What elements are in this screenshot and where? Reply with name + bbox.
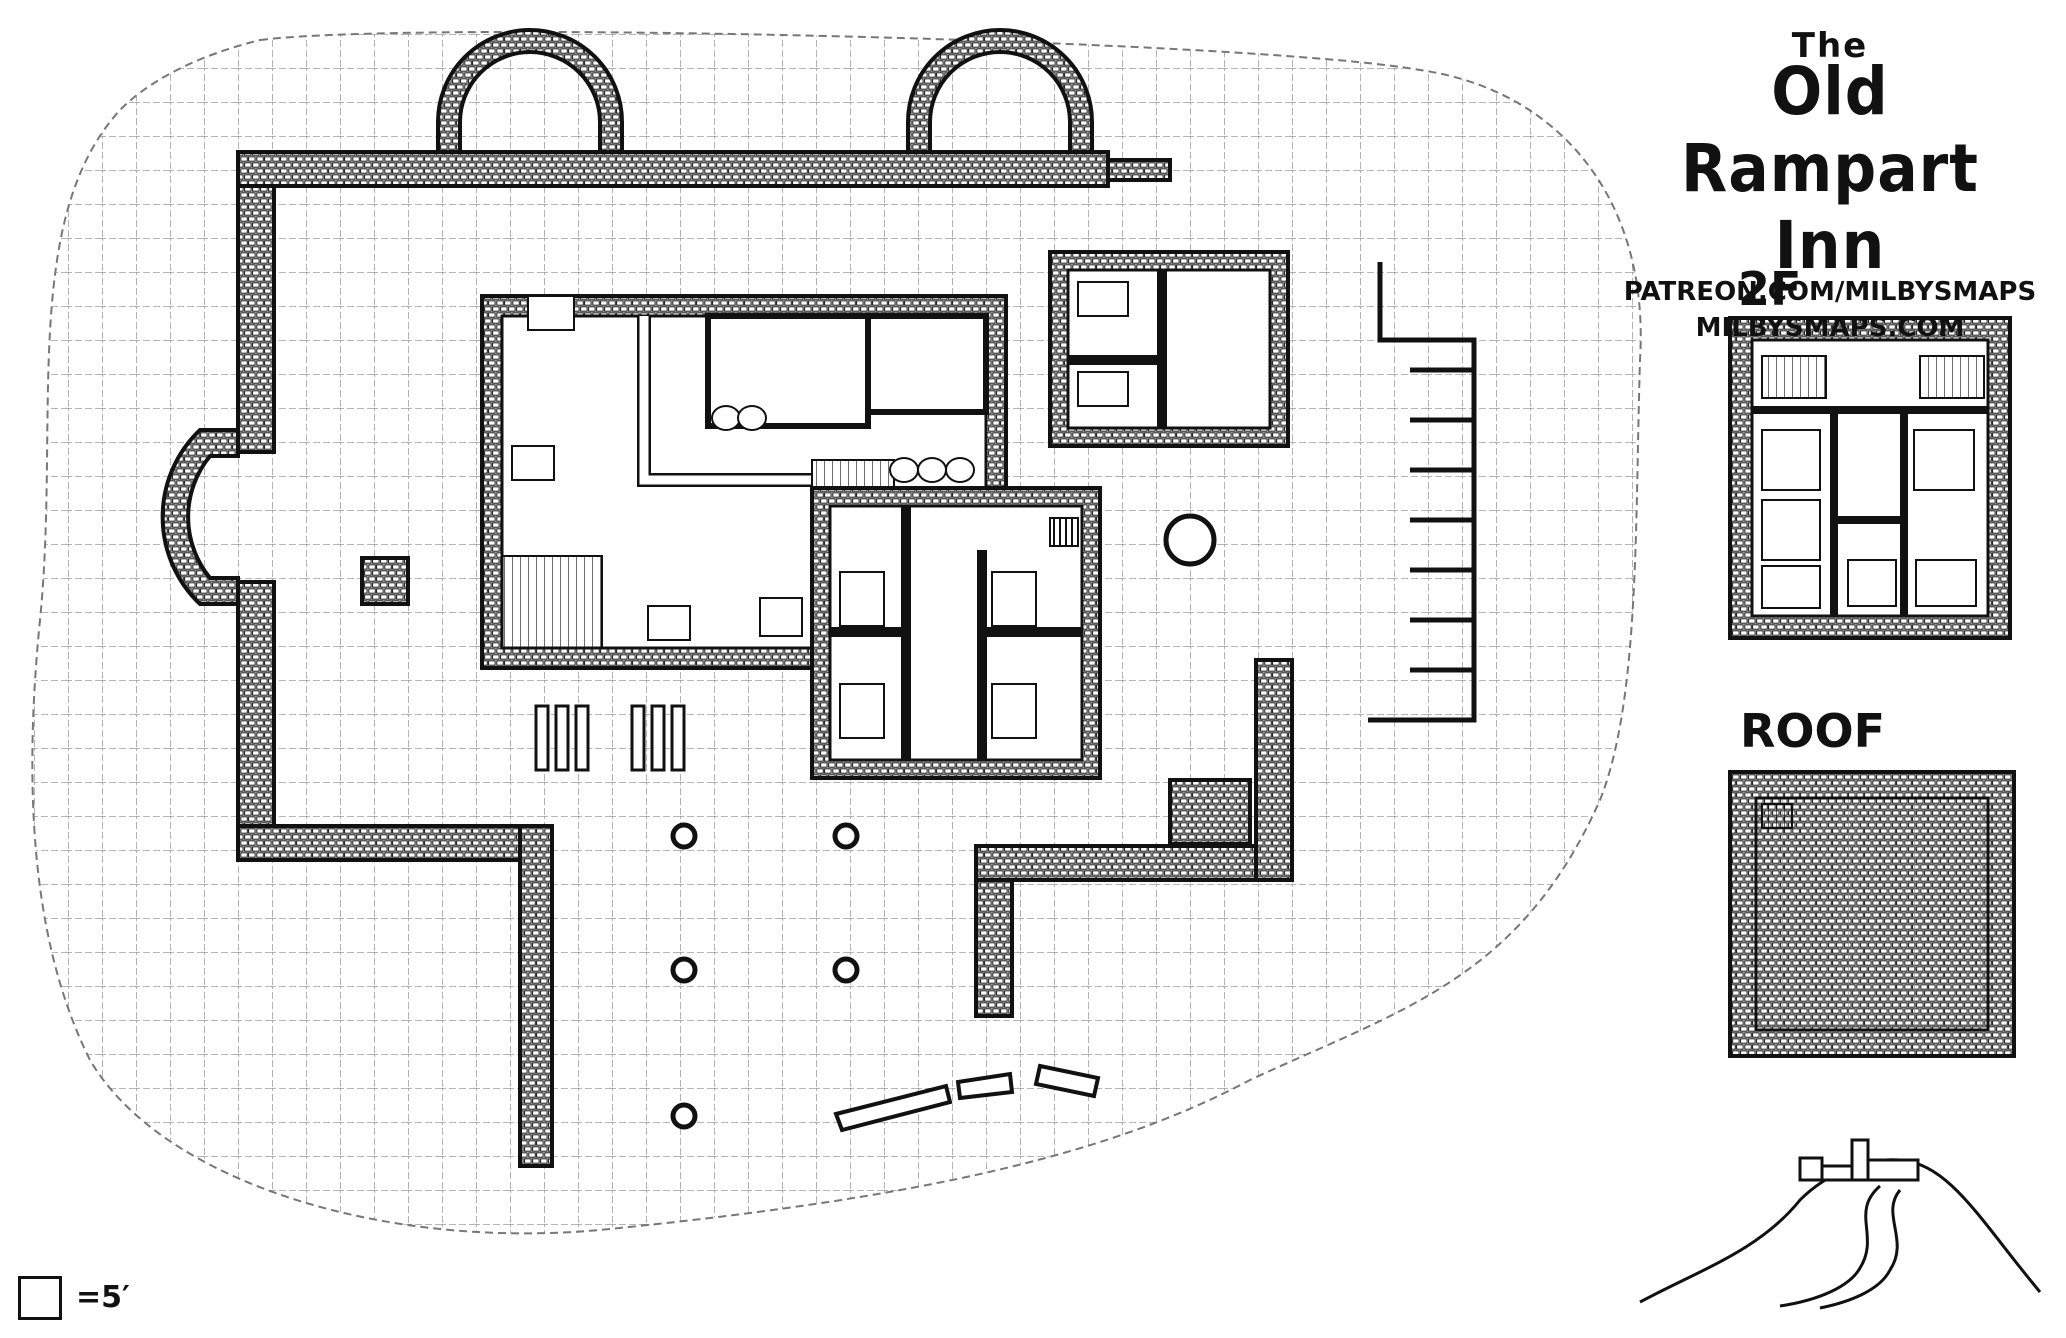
broken-gate [833,1063,1101,1133]
well-icon [1163,513,1217,567]
scale-label: =5′ [76,1280,130,1315]
map-title: The Old Rampart Inn PATREON.COM/MILBYSMA… [1620,28,2040,346]
gatehouse [1168,778,1252,846]
bed-icon [1761,429,1977,609]
cottage [1048,250,1290,448]
title-prefix: The [1791,26,1869,66]
table-row [511,295,803,641]
stairs-up-icon [1049,517,1079,547]
outer-ruined-walls [160,28,1294,1168]
shrine [360,556,410,606]
stables [1368,262,1477,723]
patreon-link[interactable]: PATREON.COM/MILBYSMAPS [1623,277,2037,307]
inset-label-2f: 2F [1738,262,1802,316]
title-name: Old Rampart Inn [1681,53,1979,285]
guest-rooms [810,486,1102,780]
roof-inset [1728,770,2016,1058]
website-link[interactable]: MILBYSMAPS.COM [1695,313,1965,343]
bed-icon [839,571,1037,739]
stairs-down-icon [1919,355,1985,399]
inset-label-roof: ROOF [1740,704,1886,758]
benches [534,704,686,772]
stairs-up-icon [1761,355,1827,399]
second-floor-inset [1728,316,2012,640]
castle-hill-icon [1639,1138,2042,1310]
barrel-icon [711,405,975,483]
scale-square-icon [18,1276,62,1320]
pillars [670,822,860,1130]
